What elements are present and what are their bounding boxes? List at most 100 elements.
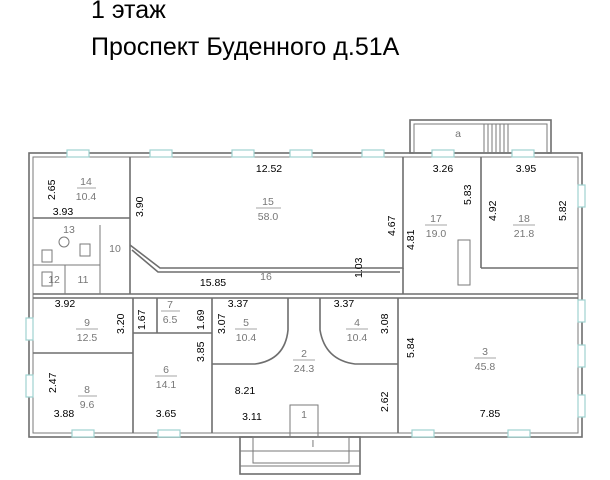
vestibule: [289, 404, 319, 438]
room-11: 11: [78, 274, 89, 286]
porch-outline: [239, 436, 361, 475]
dimension-labels: 12.52 3.26 3.95 2.65 3.93 3.90 4.67 4.81…: [46, 163, 569, 423]
room-area: 9.6: [80, 399, 95, 411]
dim-label: 3.37: [228, 298, 249, 310]
outer-walls: [28, 152, 583, 438]
window: [157, 429, 181, 438]
toilet-icon: [79, 243, 91, 257]
window: [577, 394, 586, 418]
room-area: 45.8: [475, 361, 496, 373]
room-number: 3: [482, 346, 488, 358]
entrance-porch: [239, 404, 361, 475]
room-13: 13: [63, 224, 75, 236]
dim-label: 4.92: [487, 200, 499, 221]
window: [25, 317, 34, 341]
room-16: 16: [260, 271, 272, 283]
dim-label: 3.88: [54, 408, 75, 420]
address-title: Проспект Буденного д.51А: [91, 33, 400, 61]
room-14: 14 10.4: [76, 176, 97, 203]
window: [577, 344, 586, 368]
room-area: 24.3: [294, 363, 315, 375]
dim-label: 5.84: [405, 337, 417, 358]
window: [361, 149, 385, 158]
dim-label: 3.37: [334, 298, 355, 310]
dim-label: 15.85: [200, 277, 226, 289]
room-7: 7 6.5: [161, 299, 180, 326]
window: [289, 149, 313, 158]
dim-label: 2.47: [47, 372, 59, 393]
room-8: 8 9.6: [78, 384, 97, 411]
building-outline-inner: [32, 156, 579, 434]
dim-label: 1.67: [136, 309, 148, 330]
porch-inner: [252, 436, 350, 464]
room-number: 6: [163, 364, 169, 376]
inner-walls: [33, 157, 578, 433]
dim-label: 3.85: [195, 341, 207, 362]
window: [431, 149, 455, 158]
dim-label: 7.85: [480, 408, 501, 420]
window: [149, 149, 173, 158]
room-number: 8: [84, 384, 90, 396]
toilet-icon: [41, 271, 53, 287]
window: [511, 149, 535, 158]
dim-label: 4.81: [405, 229, 417, 250]
room-area: 10.4: [347, 332, 368, 344]
annex-inner: [413, 123, 548, 154]
room-3: 3 45.8: [474, 346, 496, 373]
dim-label: 3.26: [433, 163, 454, 175]
dim-label: 3.93: [53, 206, 74, 218]
room-area: 14.1: [156, 379, 177, 391]
room-porch-i: I: [312, 438, 315, 450]
window: [577, 184, 586, 208]
dim-label: 3.08: [379, 313, 391, 334]
room-4: 4 10.4: [346, 317, 368, 344]
porch-annex: [409, 119, 552, 154]
dim-label: 1.69: [195, 309, 207, 330]
window: [577, 299, 586, 323]
room-18: 18 21.8: [513, 213, 535, 240]
dim-label: 3.92: [55, 298, 76, 310]
room-17: 17 19.0: [425, 213, 447, 240]
room-10: 10: [109, 243, 121, 255]
room-5: 5 10.4: [235, 317, 257, 344]
room-15: 15 58.0: [256, 196, 281, 223]
dim-label: 2.65: [46, 179, 58, 200]
dim-label: 3.11: [242, 411, 262, 423]
dim-label: 3.07: [216, 313, 228, 334]
window: [231, 149, 255, 158]
dim-label: 5.82: [557, 200, 569, 221]
annex-outline: [409, 119, 552, 154]
room-number: 17: [430, 213, 442, 225]
room-area: 58.0: [258, 211, 279, 223]
dim-label: 8.21: [235, 385, 256, 397]
dim-label: 3.90: [134, 196, 146, 217]
annex-stairs: [483, 124, 509, 153]
window: [71, 429, 95, 438]
window: [25, 374, 34, 398]
room-area: 10.4: [76, 191, 97, 203]
room-6: 6 14.1: [155, 364, 177, 391]
windows: [25, 149, 586, 438]
toilet-icon: [41, 249, 53, 263]
dim-label: 1.03: [353, 257, 365, 278]
room-2: 2 24.3: [293, 348, 315, 375]
dim-label: 2.62: [379, 391, 391, 412]
stair-block: [457, 239, 471, 286]
room-number: 15: [262, 196, 274, 208]
room-9: 9 12.5: [76, 317, 98, 344]
window: [507, 429, 531, 438]
dim-label: 3.95: [516, 163, 537, 175]
room-number: 18: [518, 213, 530, 225]
dim-label: 12.52: [256, 163, 282, 175]
dim-label: 3.20: [115, 313, 127, 334]
window: [411, 429, 435, 438]
room-area: 6.5: [163, 314, 178, 326]
room-1: 1: [301, 409, 307, 421]
room-area: 10.4: [236, 332, 257, 344]
room-area: 21.8: [514, 228, 535, 240]
room-labels: 14 10.4 15 58.0 17 19.0 18 21.8 13 10 12…: [48, 128, 535, 450]
room-number: 7: [167, 299, 173, 311]
room-number: 2: [301, 348, 307, 360]
room-12: 12: [48, 274, 60, 286]
